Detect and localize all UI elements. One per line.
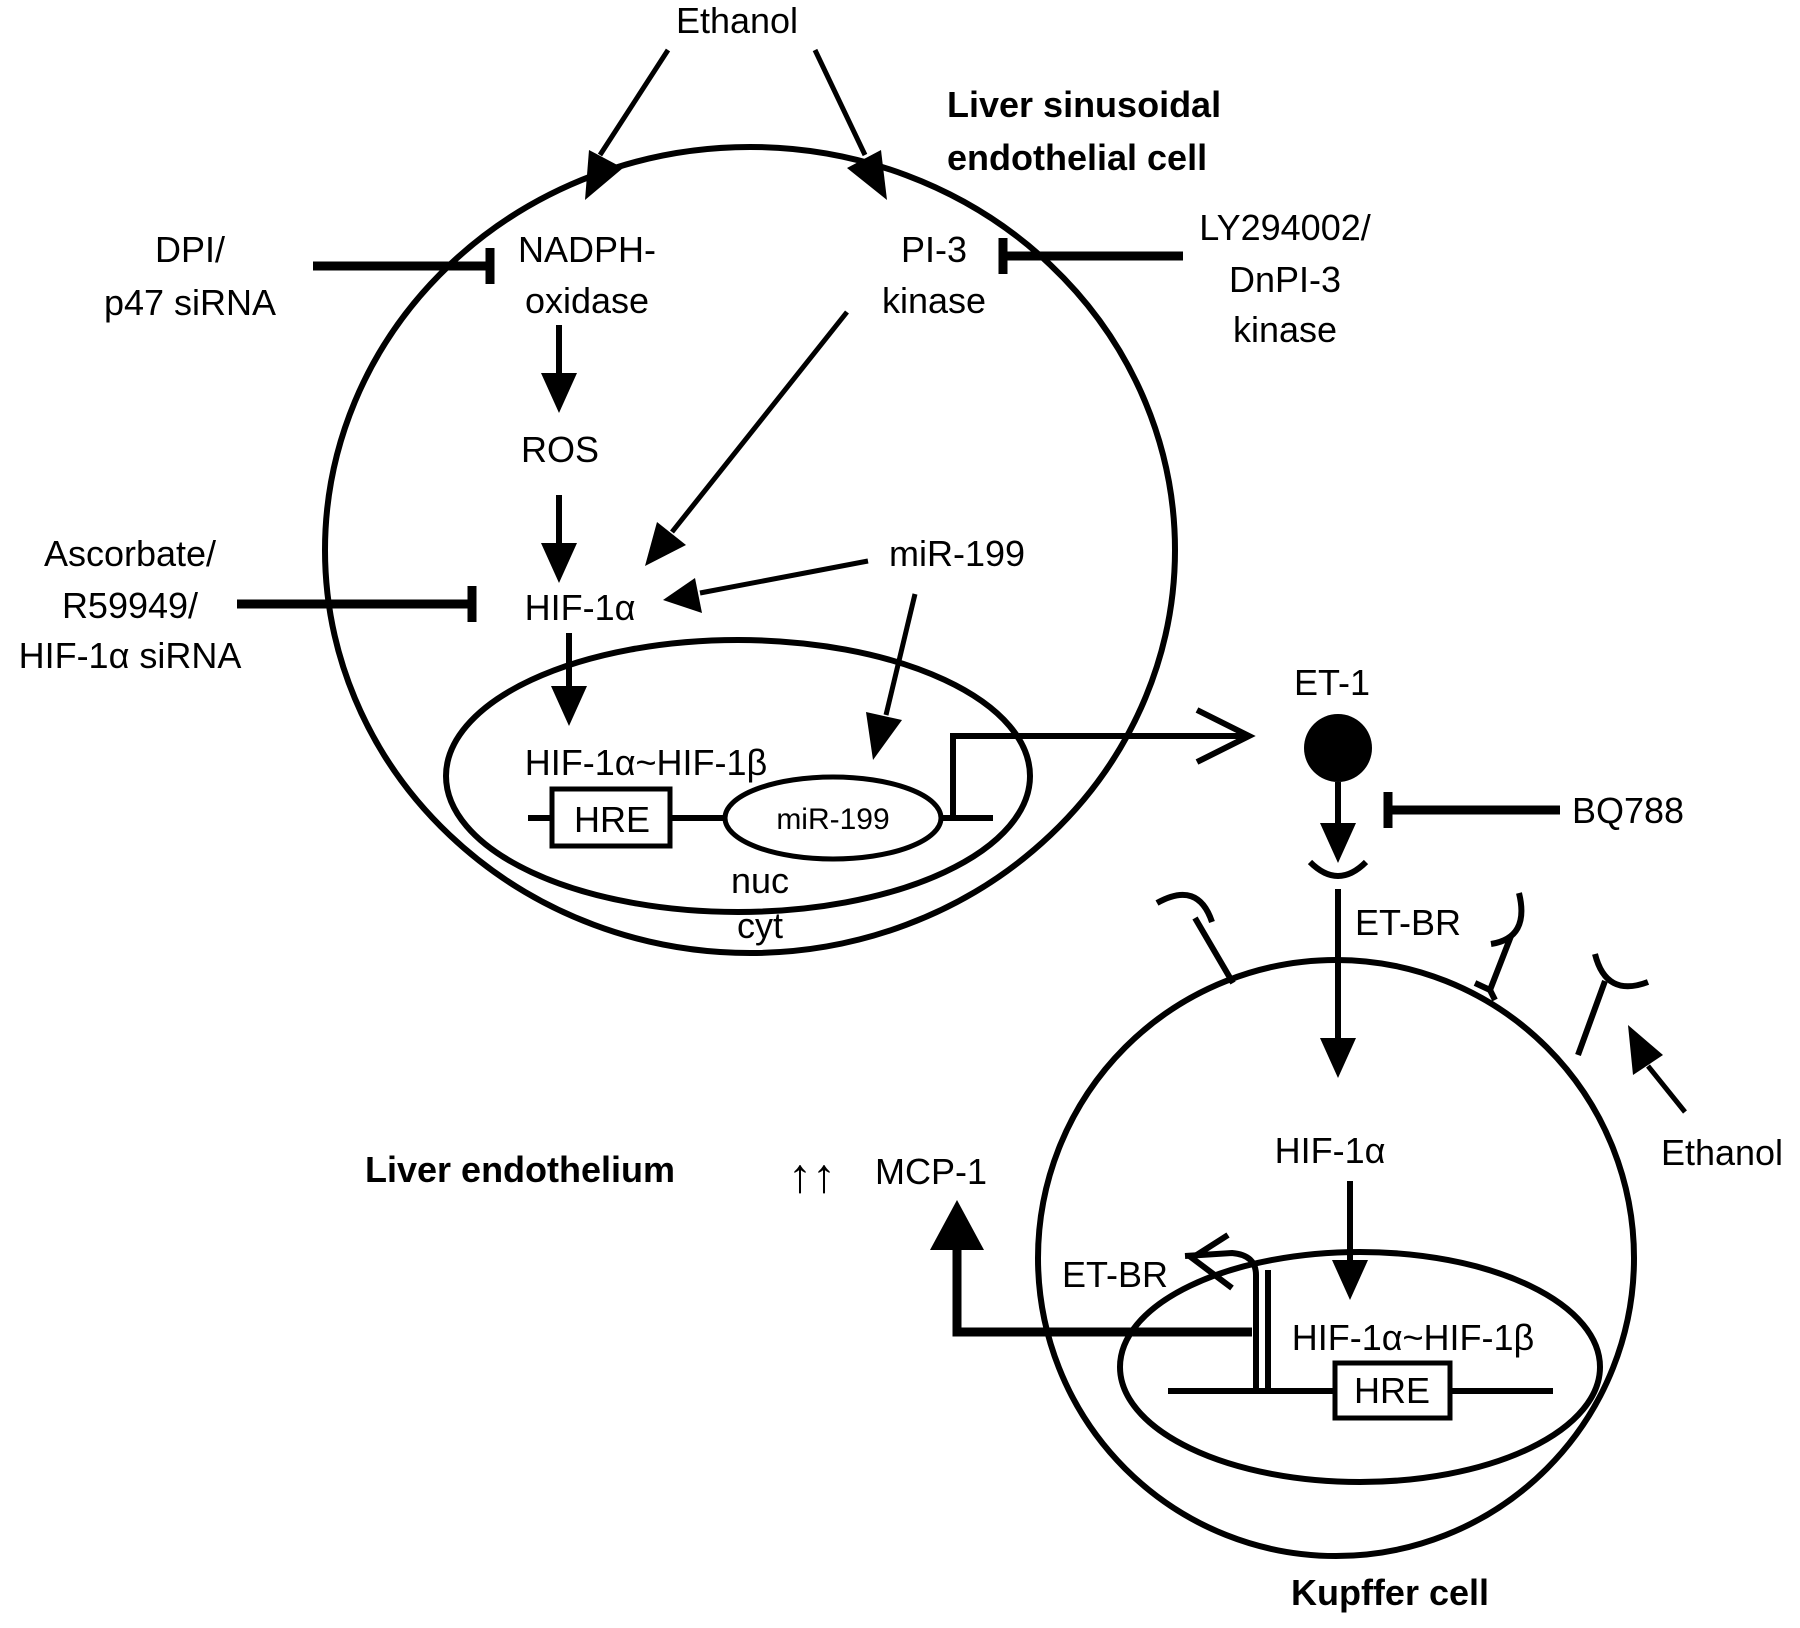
liver-endothelium-label: Liver endothelium <box>365 1149 675 1190</box>
ascorbate-label-line2: R59949/ <box>62 585 198 626</box>
etbr-receptor-label: ET-BR <box>1355 902 1461 943</box>
lsec-title-line2: endothelial cell <box>947 137 1207 178</box>
nadph-label-line1: NADPH- <box>518 229 656 270</box>
pi3k-label-line1: PI-3 <box>901 229 967 270</box>
mir199-to-hif-arrowhead <box>663 578 702 613</box>
promoter-arrow-line <box>950 733 1244 818</box>
kupffer-title: Kupffer cell <box>1291 1572 1489 1613</box>
nadph-label-line2: oxidase <box>525 280 649 321</box>
lsec-hre-box <box>549 786 673 849</box>
lsec-nucleus <box>443 637 1033 915</box>
hif-kupffer-label: HIF-1α <box>1275 1130 1386 1171</box>
bq788-label: BQ788 <box>1572 790 1684 831</box>
hif-complex-kupffer-label: HIF-1α~HIF-1β <box>1292 1317 1535 1358</box>
pi3k-to-hif-arrowhead <box>645 522 686 566</box>
ethanol-to-pi3k-arrowhead <box>847 150 887 200</box>
ethanol-right-arrowhead <box>1628 1025 1663 1075</box>
ly-label-line2: DnPI-3 <box>1229 259 1341 300</box>
et1-to-receptor-arrowhead <box>1320 823 1356 863</box>
hre-kupffer-label: HRE <box>1354 1370 1430 1411</box>
ethanol-right-label: Ethanol <box>1661 1132 1783 1173</box>
ethanol-to-nadph-arrowhead <box>585 150 623 200</box>
mcp1-label: MCP-1 <box>875 1151 987 1192</box>
lsec-mir199-gene <box>722 774 944 862</box>
ly-label-line1: LY294002/ <box>1199 207 1371 248</box>
mir199-cyt-label: miR-199 <box>889 533 1025 574</box>
mir199-to-gene-arrowhead <box>866 712 902 760</box>
dpi-label-line1: DPI/ <box>155 229 225 270</box>
hre-lsec-label: HRE <box>574 799 650 840</box>
et1-ligand <box>1304 714 1372 782</box>
et1-label: ET-1 <box>1294 662 1370 703</box>
ethanol-top-label: Ethanol <box>676 0 798 41</box>
ly-label-line3: kinase <box>1233 309 1337 350</box>
receptor-to-hif-arrowhead <box>1320 1038 1356 1078</box>
pi3k-label-line2: kinase <box>882 280 986 321</box>
ascorbate-label-line1: Ascorbate/ <box>44 533 216 574</box>
promoter-arrow-chevron <box>1195 707 1256 765</box>
mir199-to-hif-arrow <box>699 558 869 596</box>
etbr-gene-label: ET-BR <box>1062 1254 1168 1295</box>
ros-label: ROS <box>521 429 599 470</box>
ethanol-to-pi3k-arrow <box>812 48 868 157</box>
nuc-label: nuc <box>731 860 789 901</box>
dpi-label-line2: p47 siRNA <box>104 282 276 323</box>
ethanol-right-arrow <box>1646 1064 1687 1114</box>
lsec-title-line1: Liver sinusoidal <box>947 84 1221 125</box>
hif-lsec-label: HIF-1α <box>525 587 636 628</box>
ascorbate-label-line3: HIF-1α siRNA <box>19 635 242 676</box>
hif-to-complex-arrowhead <box>551 686 587 726</box>
kupffer-hif-to-complex-arrowhead <box>1332 1260 1368 1300</box>
nadph-to-ros-arrowhead <box>541 373 577 413</box>
kupffer-nucleus <box>1117 1249 1603 1485</box>
ethanol-to-nadph-arrow <box>597 48 671 157</box>
lsec-cell-membrane <box>322 144 1178 956</box>
hif-complex-lsec-label: HIF-1α~HIF-1β <box>525 742 768 783</box>
mir199-to-gene-arrow <box>883 593 918 716</box>
cyt-label: cyt <box>737 905 783 946</box>
mcp1-up-arrows: ↑↑ <box>788 1150 836 1203</box>
kupffer-hre-box <box>1332 1360 1453 1421</box>
mir199-gene-label: miR-199 <box>776 803 889 836</box>
ros-to-hif-arrowhead <box>541 543 577 583</box>
pi3k-to-hif-arrow <box>670 310 849 534</box>
kupffer-promoter-arrows <box>930 1200 1271 1391</box>
et-br-receptors <box>1155 859 1650 1057</box>
